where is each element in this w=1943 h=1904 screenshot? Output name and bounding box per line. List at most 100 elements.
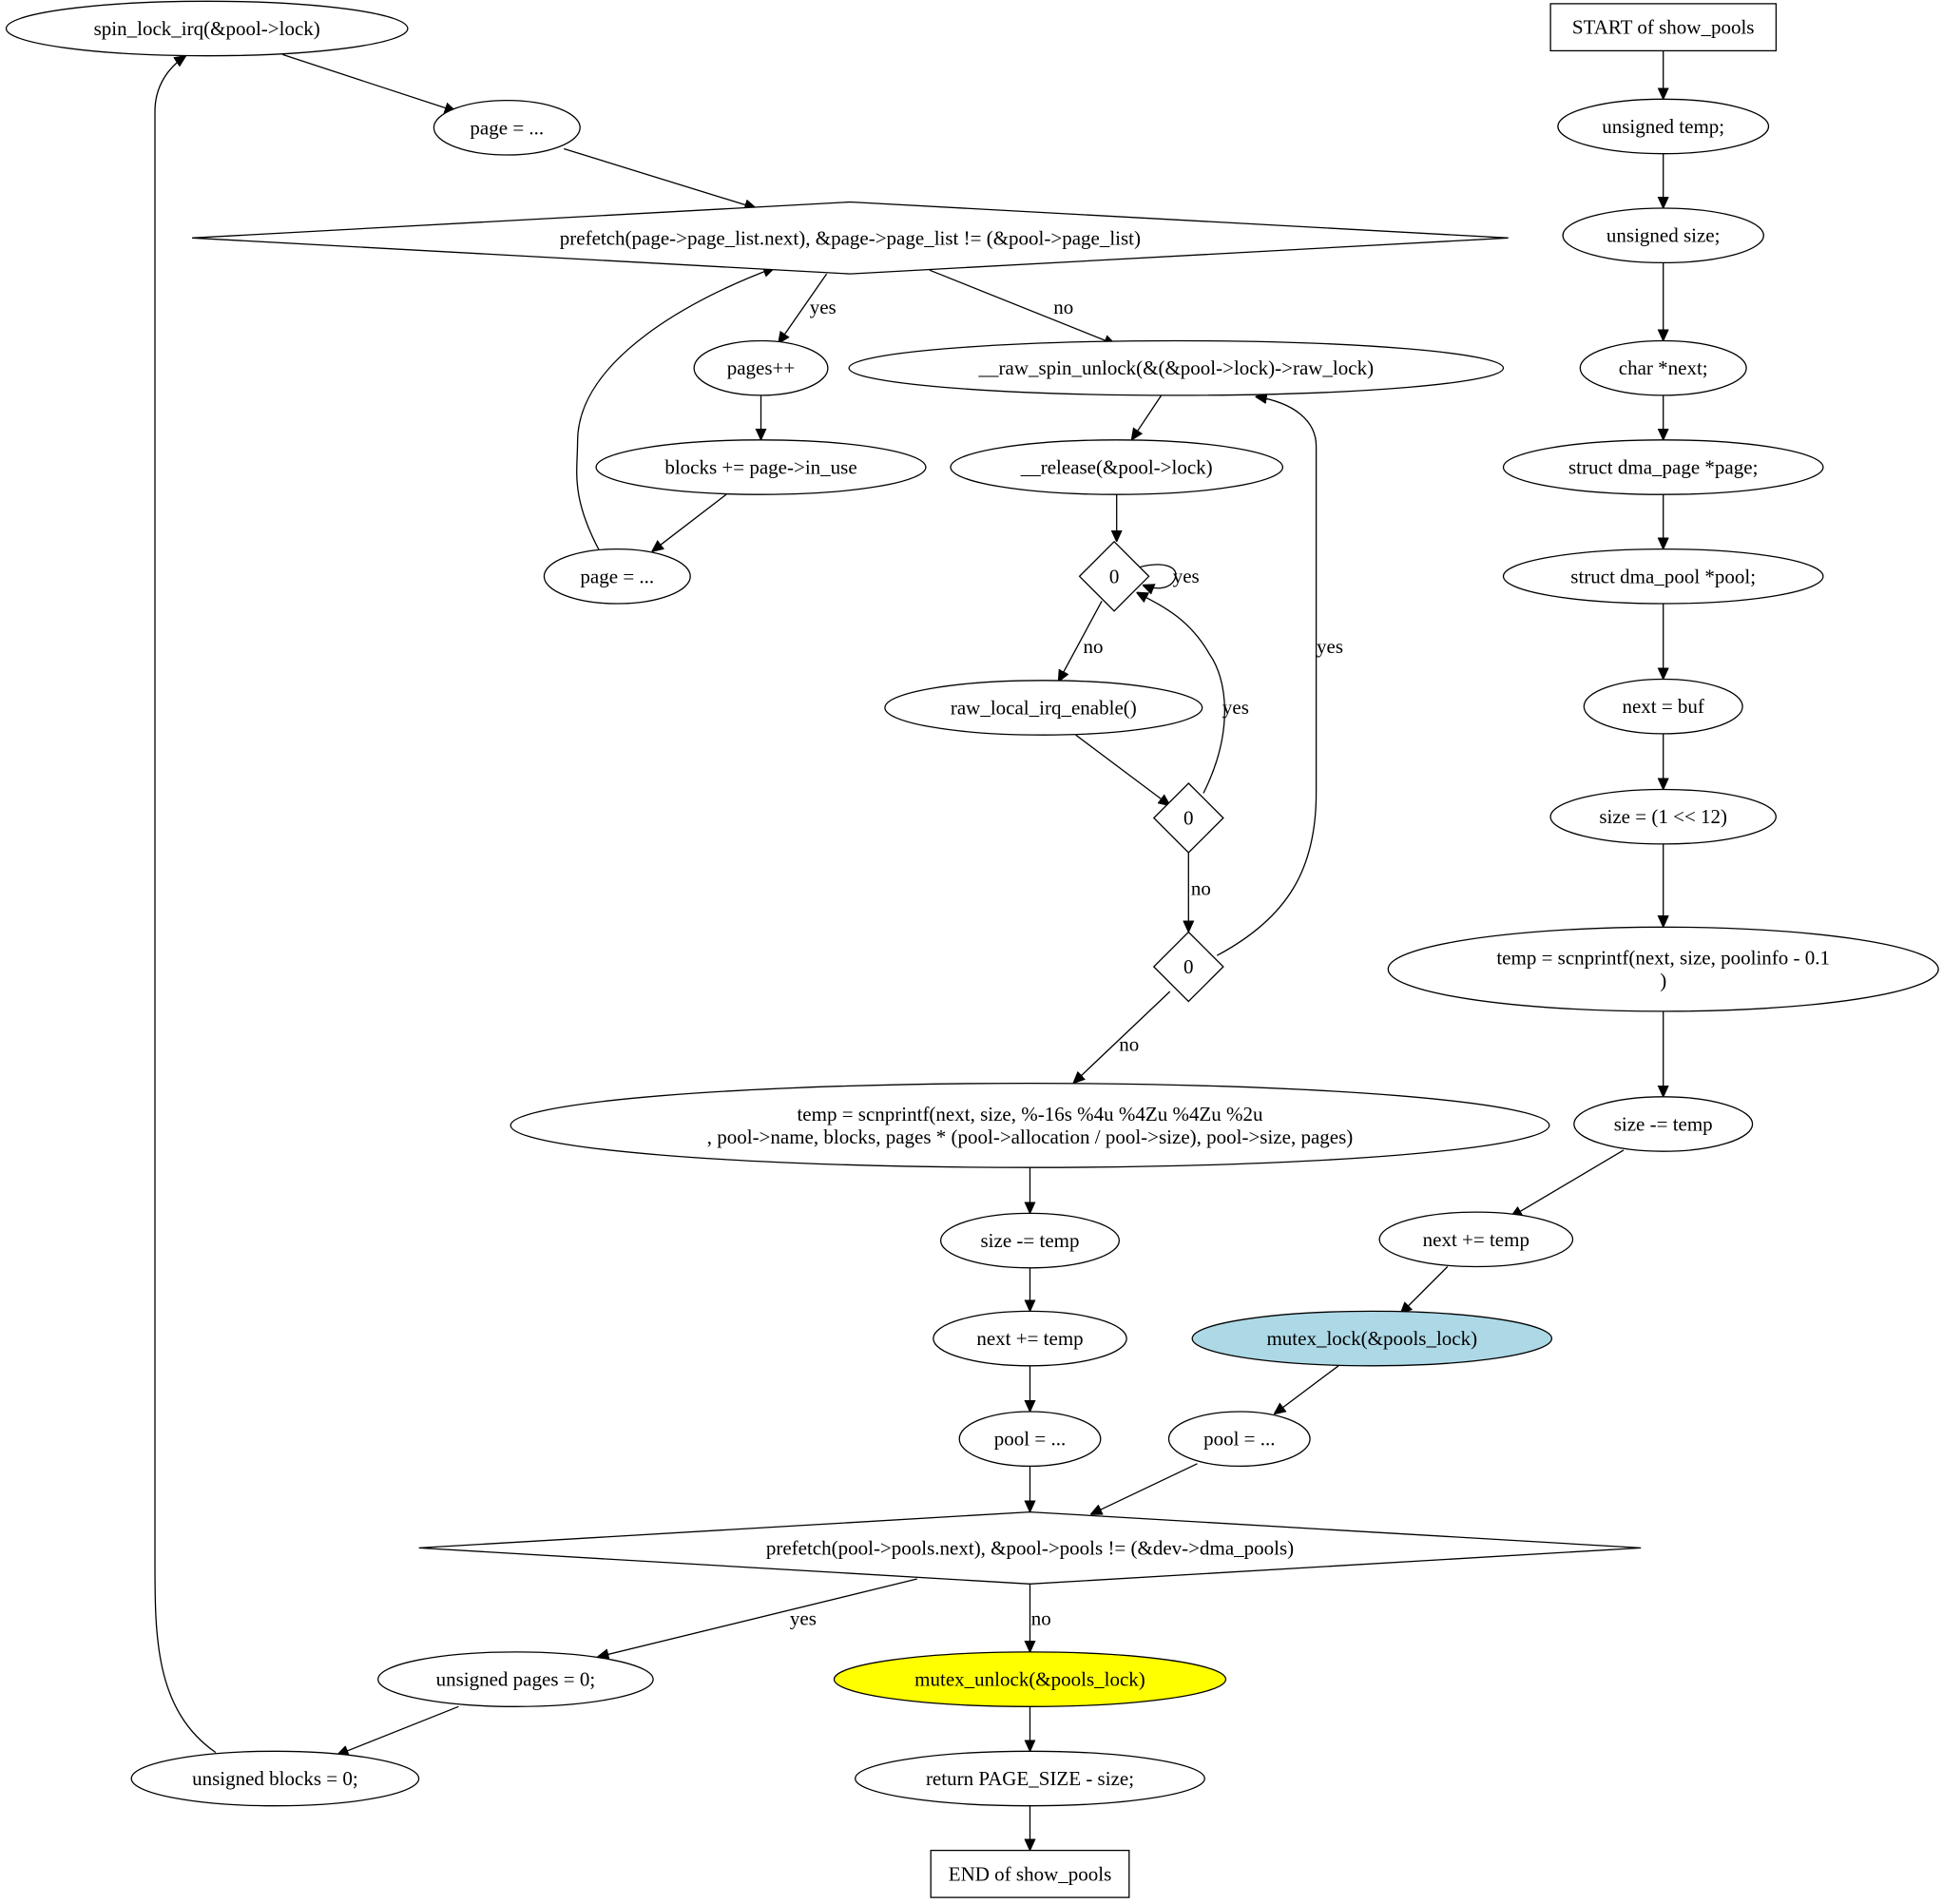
node-shape-ellipse — [693, 339, 829, 396]
node-shape-ellipse — [1502, 548, 1824, 605]
node-shape-ellipse — [833, 1651, 1227, 1707]
node-shape-ellipse — [130, 1750, 420, 1807]
node-label: unsigned blocks = 0; — [192, 1767, 358, 1790]
node-retpage: return PAGE_SIZE - size; — [855, 1750, 1205, 1807]
edge-spinlock-to-page1 — [282, 53, 456, 111]
edge-label-yes: yes — [1173, 565, 1200, 587]
node-end: END of show_pools — [930, 1849, 1130, 1898]
edge-upages-to-ublocks — [337, 1705, 459, 1755]
node-release: __release(&pool->lock) — [950, 439, 1284, 495]
node-temp2: temp = scnprintf(next, size, %-16s %4u %… — [510, 1082, 1550, 1168]
edge-label-no: no — [1191, 876, 1211, 899]
node-size12: size = (1 << 12) — [1549, 788, 1777, 845]
node-label: struct dma_page *page; — [1568, 456, 1758, 479]
edge-d3-to-rawunlock — [1216, 396, 1318, 956]
node-shape-diamond — [192, 201, 1509, 275]
node-label: blocks += page->in_use — [664, 456, 856, 479]
node-nextbuf: next = buf — [1583, 678, 1743, 735]
edge-page2-to-prefpage — [576, 268, 775, 552]
node-label: return PAGE_SIZE - size; — [926, 1767, 1134, 1790]
node-label: size = (1 << 12) — [1599, 805, 1727, 828]
node-label: temp = scnprintf(next, size, poolinfo - … — [1496, 947, 1830, 970]
node-label: next += temp — [1423, 1228, 1529, 1251]
node-rawirq: raw_local_irq_enable() — [884, 680, 1203, 736]
node-label: pool = ... — [994, 1428, 1066, 1451]
node-shape-diamond — [1152, 931, 1224, 1003]
node-shape-ellipse — [1502, 439, 1824, 495]
node-label: next = buf — [1622, 695, 1704, 718]
edge-label-no: no — [1119, 1033, 1139, 1056]
edge-label-yes: yes — [790, 1606, 817, 1629]
node-rawunlock: __raw_spin_unlock(&(&pool->lock)->raw_lo… — [848, 339, 1505, 396]
node-d3: 0 — [1152, 931, 1224, 1003]
node-label: next += temp — [976, 1327, 1083, 1350]
node-page1: page = ... — [433, 99, 581, 156]
node-label: , pool->name, blocks, pages * (pool->all… — [707, 1125, 1354, 1148]
edge-ublocks-to-spinlock — [154, 56, 217, 1754]
node-sizeminus2: size -= temp — [939, 1212, 1121, 1269]
node-ublocks: unsigned blocks = 0; — [130, 1750, 420, 1807]
node-label: pages++ — [727, 356, 796, 379]
node-shape-ellipse — [1573, 1096, 1754, 1152]
edge-blocksplus-to-page2 — [652, 493, 727, 551]
node-label: page = ... — [470, 116, 544, 139]
node-shape-ellipse — [1387, 926, 1939, 1012]
node-shape-ellipse — [433, 99, 581, 156]
edge-d2-to-d1 — [1137, 592, 1225, 794]
node-shape-ellipse — [1583, 678, 1743, 735]
node-shape-ellipse — [1549, 788, 1777, 845]
node-blocksplus: blocks += page->in_use — [595, 439, 927, 495]
edge-label-no: no — [1053, 296, 1073, 318]
node-utemp: unsigned temp; — [1557, 98, 1770, 155]
node-label: spin_lock_irq(&pool->lock) — [94, 17, 320, 40]
node-shape-ellipse — [933, 1310, 1127, 1367]
node-spinlock: spin_lock_irq(&pool->lock) — [5, 0, 409, 57]
node-label: temp = scnprintf(next, size, %-16s %4u %… — [797, 1103, 1263, 1125]
node-d1: 0 — [1078, 540, 1150, 612]
node-mutexunlock: mutex_unlock(&pools_lock) — [833, 1651, 1227, 1707]
edge-nextplus1-to-mutexlock — [1400, 1266, 1449, 1315]
node-shape-ellipse — [958, 1411, 1102, 1468]
node-temp1: temp = scnprintf(next, size, poolinfo - … — [1387, 926, 1939, 1012]
edge-d1-to-d1 — [1137, 564, 1177, 588]
node-d2: 0 — [1152, 782, 1224, 854]
edge-prefpool-to-upages — [597, 1578, 917, 1657]
edge-page1-to-prefpage — [564, 147, 756, 209]
node-label: 0 — [1183, 807, 1194, 830]
node-spage: struct dma_page *page; — [1502, 439, 1824, 495]
node-label: prefetch(pool->pools.next), &pool->pools… — [766, 1536, 1294, 1559]
node-nextplus2: next += temp — [933, 1310, 1127, 1367]
node-shape-ellipse — [884, 680, 1203, 736]
node-shape-diamond — [1078, 540, 1150, 612]
edge-sizeminus1-to-nextplus1 — [1510, 1149, 1625, 1217]
node-pagespp: pages++ — [693, 339, 829, 396]
node-upages: unsigned pages = 0; — [377, 1651, 654, 1707]
edge-prefpage-to-rawunlock — [929, 269, 1116, 344]
node-label: __raw_spin_unlock(&(&pool->lock)->raw_lo… — [978, 356, 1375, 379]
node-page2: page = ... — [543, 548, 691, 605]
edge-label-yes: yes — [810, 296, 837, 318]
node-label: unsigned temp; — [1602, 115, 1724, 138]
edge-d1-to-rawirq — [1058, 600, 1103, 682]
node-shape-ellipse — [1557, 98, 1770, 155]
node-label: size -= temp — [981, 1229, 1080, 1252]
node-pool1: pool = ... — [1167, 1411, 1311, 1468]
node-nextplus1: next += temp — [1378, 1211, 1574, 1268]
edge-d3-to-temp2 — [1073, 990, 1171, 1084]
node-mutexlock: mutex_lock(&pools_lock) — [1191, 1310, 1553, 1367]
node-shape-ellipse — [1378, 1211, 1574, 1268]
node-shape-ellipse — [1562, 207, 1764, 264]
node-label: mutex_unlock(&pools_lock) — [914, 1668, 1145, 1691]
node-label: END of show_pools — [949, 1862, 1112, 1885]
node-shape-diamond — [418, 1510, 1642, 1585]
node-shape-ellipse — [855, 1750, 1205, 1807]
node-cnext: char *next; — [1579, 339, 1747, 396]
node-shape-box — [930, 1849, 1130, 1898]
node-spool: struct dma_pool *pool; — [1502, 548, 1824, 605]
edge-pool1-to-prefpool — [1090, 1463, 1198, 1514]
node-shape-ellipse — [5, 0, 409, 57]
edge-label-yes: yes — [1317, 635, 1343, 658]
node-label: struct dma_pool *pool; — [1570, 565, 1756, 587]
